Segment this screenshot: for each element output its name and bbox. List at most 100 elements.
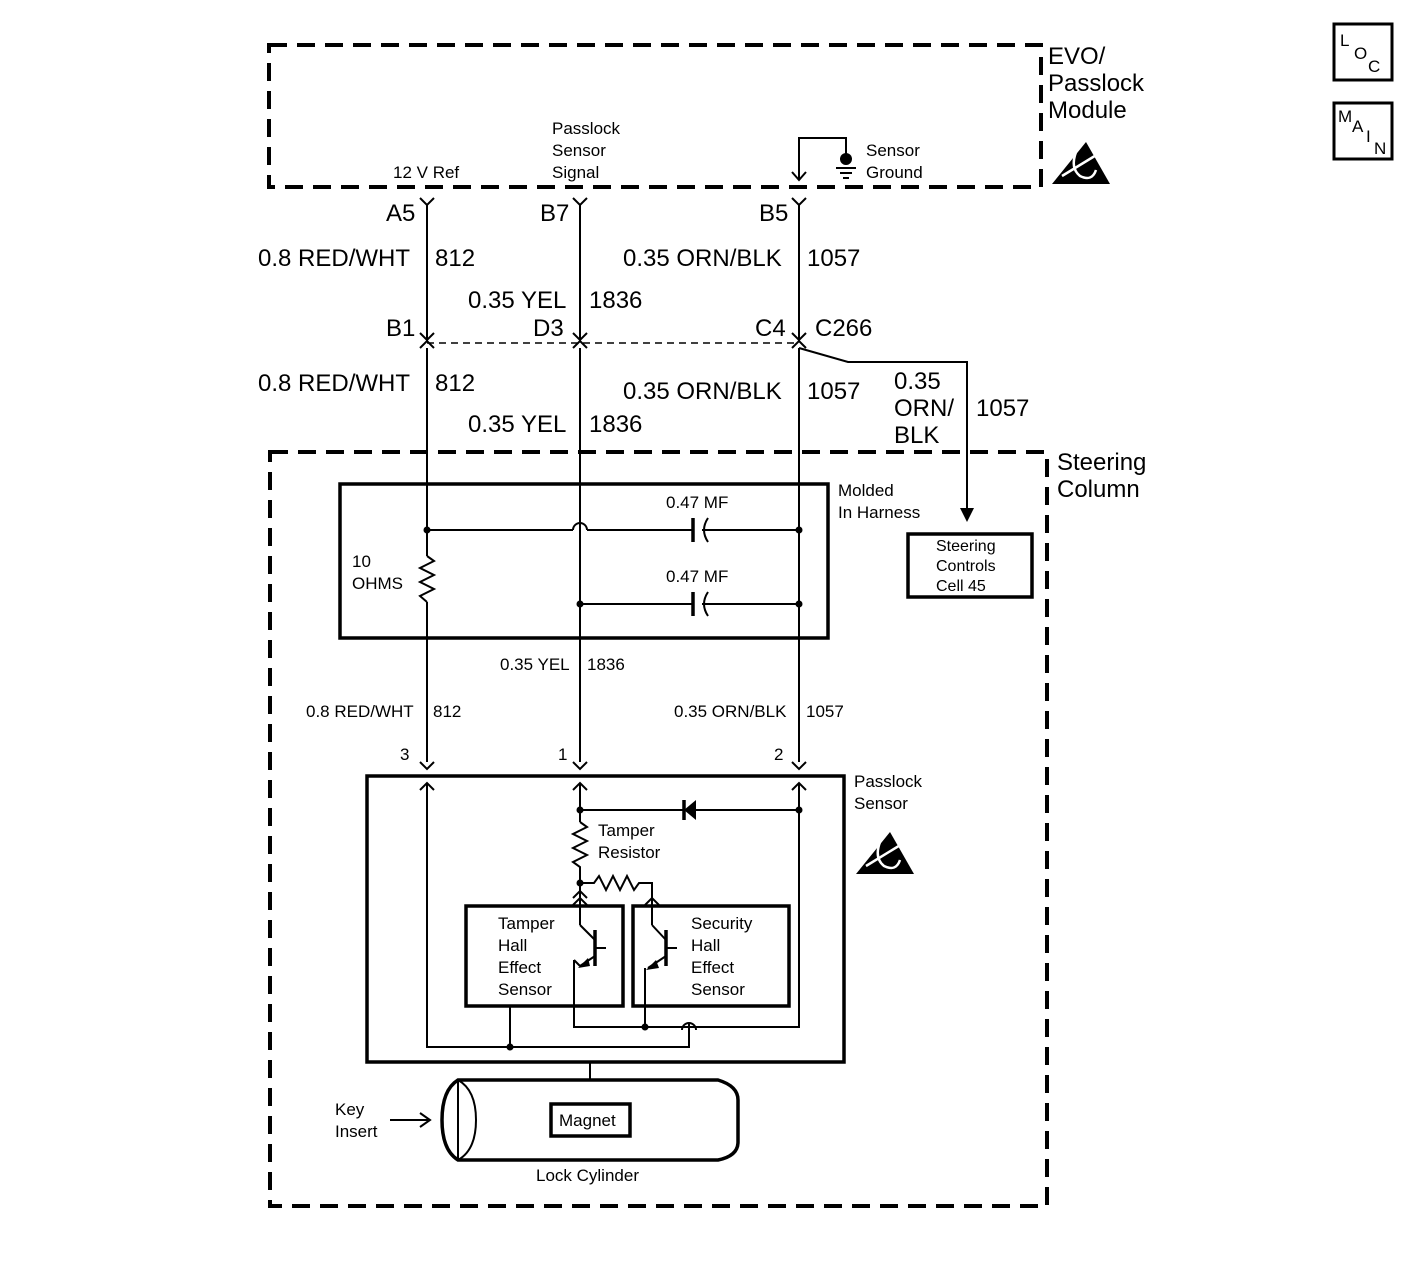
steering-controls-box: Steering Controls Cell 45: [906, 532, 1034, 599]
module-title-line3: Module: [1048, 97, 1127, 124]
tamper-resistor-line1: Tamper: [598, 821, 655, 840]
security-hall-line2: Hall: [691, 936, 720, 955]
circuit-1057-lower: 1057: [807, 378, 860, 405]
esd-warning-icon-sensor: [854, 830, 916, 876]
key-insert-line1: Key: [335, 1100, 365, 1119]
pin-chevron: [419, 197, 435, 207]
pin-2: 2: [774, 745, 783, 764]
steering-controls-line1: Steering: [936, 538, 996, 555]
branch-label-line2: ORN/: [894, 395, 954, 422]
loc-button[interactable]: L O C: [1332, 22, 1394, 82]
ground-label-line2: Ground: [866, 163, 923, 182]
circuit-1057: 1057: [807, 245, 860, 272]
pin-b7: B7: [540, 200, 569, 227]
tamper-hall-line4: Sensor: [498, 980, 552, 999]
branch-circuit: 1057: [976, 395, 1029, 422]
module-title-line2: Passlock: [1048, 70, 1145, 97]
cap1-label: 0.47 MF: [666, 493, 728, 512]
wire-label-yel-mid: 0.35 YEL: [500, 655, 570, 674]
evo-passlock-module: EVO/ Passlock Module 12 V Ref Passlock S…: [267, 43, 1145, 189]
main-button[interactable]: M A I N: [1332, 101, 1394, 161]
branch-wire-orn-blk: 0.35 ORN/ BLK 1057: [798, 347, 1029, 522]
tamper-hall-line2: Hall: [498, 936, 527, 955]
svg-text:B7: B7: [540, 200, 569, 227]
magnet-label: Magnet: [559, 1111, 616, 1130]
esd-warning-icon: [1050, 140, 1112, 186]
svg-text:A5: A5: [386, 200, 415, 227]
steering-column-line1: Steering: [1057, 449, 1146, 476]
circuit-1836-mid: 1836: [587, 655, 625, 674]
security-hall-sensor: Security Hall Effect Sensor: [631, 904, 791, 1008]
magnet-box: [549, 1102, 632, 1138]
pin-c4: C4: [755, 315, 786, 342]
molded-harness-box: Molded In Harness 10 OHMS 0.47 MF: [338, 348, 920, 762]
wire-label-orn-blk: 0.35 ORN/BLK: [623, 245, 782, 272]
loc-letter-l: L: [1340, 31, 1349, 50]
branch-label-line1: 0.35: [894, 368, 941, 395]
branch-label-line3: BLK: [894, 422, 939, 449]
circuit-812: 812: [435, 245, 475, 272]
main-letter-a: A: [1352, 117, 1364, 136]
signal-label-line1: Passlock: [552, 119, 621, 138]
tamper-hall-line3: Effect: [498, 958, 541, 977]
signal-label-line2: Sensor: [552, 141, 606, 160]
resistor-10-ohms-icon: [417, 555, 437, 603]
loc-letter-o: O: [1354, 44, 1367, 63]
passlock-sensor-line1: Passlock: [854, 772, 923, 791]
ground-label-line1: Sensor: [866, 141, 920, 160]
main-letter-i: I: [1366, 127, 1371, 146]
security-hall-line1: Security: [691, 914, 753, 933]
steering-column: Steering Column: [268, 449, 1146, 1208]
pin-chevron: [791, 197, 807, 207]
security-hall-line4: Sensor: [691, 980, 745, 999]
passlock-sensor-line2: Sensor: [854, 794, 908, 813]
security-hall-line3: Effect: [691, 958, 734, 977]
resistor-label-line2: OHMS: [352, 574, 403, 593]
connector-name: C266: [815, 315, 872, 342]
key-insert-line2: Insert: [335, 1122, 378, 1141]
security-resistor-icon: [580, 873, 653, 898]
pin-d3: D3: [533, 315, 564, 342]
harness-label-line1: Molded: [838, 481, 894, 500]
harness-label-line2: In Harness: [838, 503, 920, 522]
transistor-icon: [646, 910, 677, 970]
wire-label-yel-lower: 0.35 YEL: [468, 411, 566, 438]
main-letter-m: M: [1338, 107, 1352, 126]
resistor-label-line1: 10: [352, 552, 371, 571]
main-letter-n: N: [1374, 139, 1386, 158]
circuit-1836-lower: 1836: [589, 411, 642, 438]
diode-icon: [580, 800, 803, 820]
tamper-resistor-line2: Resistor: [598, 843, 661, 862]
circuit-1836: 1836: [589, 287, 642, 314]
pin-a5: A5: [386, 200, 415, 227]
signal-label-line3: Signal: [552, 163, 599, 182]
wire-label-red-wht: 0.8 RED/WHT: [258, 245, 410, 272]
module-title-line1: EVO/: [1048, 43, 1106, 70]
capacitor-1-icon: [423, 517, 803, 543]
ground-icon: [791, 137, 856, 182]
transistor-icon: [578, 924, 606, 968]
lock-cylinder-label: Lock Cylinder: [536, 1166, 639, 1185]
wire-label-yel: 0.35 YEL: [468, 287, 566, 314]
loc-letter-c: C: [1368, 57, 1380, 76]
tamper-hall-sensor: Tamper Hall Effect Sensor: [464, 904, 625, 1008]
steering-controls-line3: Cell 45: [936, 578, 986, 595]
capacitor-2-icon: [576, 591, 803, 617]
wire-label-red-wht-lower: 0.8 RED/WHT: [258, 370, 410, 397]
svg-text:B5: B5: [759, 200, 788, 227]
wire-label-orn-blk-mid: 0.35 ORN/BLK: [674, 702, 787, 721]
steering-controls-line2: Controls: [936, 558, 996, 575]
pin-chevron: [572, 197, 588, 207]
wire-label-red-wht-mid: 0.8 RED/WHT: [306, 702, 414, 721]
arrow-right-icon: [390, 1112, 432, 1128]
pin-b5: B5: [759, 200, 788, 227]
wire-label-orn-blk-lower: 0.35 ORN/BLK: [623, 378, 782, 405]
circuit-812-lower: 812: [435, 370, 475, 397]
pin-3: 3: [400, 745, 409, 764]
connector-c266: B1 D3 C4 C266: [386, 315, 872, 349]
ref-label: 12 V Ref: [393, 163, 459, 182]
lock-cylinder: Magnet Lock Cylinder Key Insert: [335, 1062, 740, 1185]
cap2-label: 0.47 MF: [666, 567, 728, 586]
tamper-hall-line1: Tamper: [498, 914, 555, 933]
circuit-812-mid: 812: [433, 702, 461, 721]
